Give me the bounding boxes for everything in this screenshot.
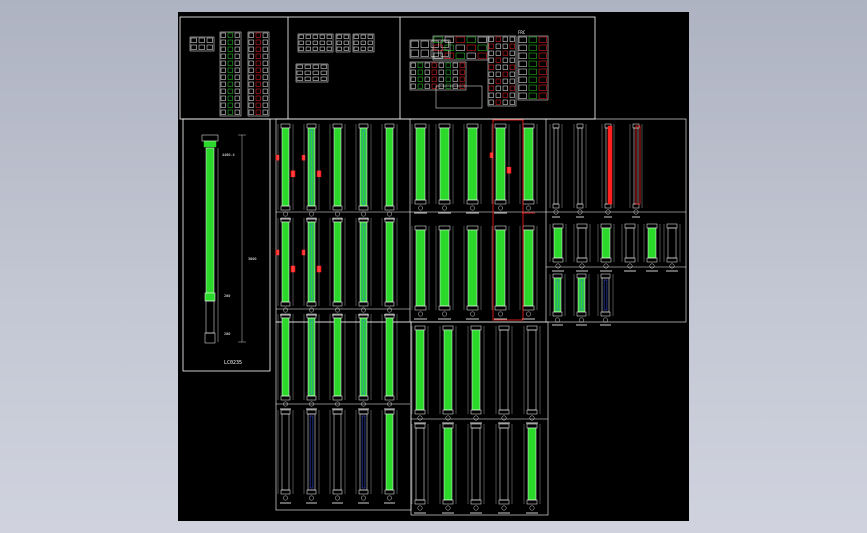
- main-column-dim-1: 4400-4: [222, 153, 235, 157]
- column-detail-51: [549, 273, 566, 326]
- column-detail-29: [491, 225, 510, 320]
- column-detail-53: [597, 273, 614, 326]
- column-detail-38: [467, 423, 485, 514]
- column-detail-14: [355, 313, 372, 410]
- column-detail-23: [463, 123, 482, 214]
- capital-abacus: [201, 134, 219, 142]
- base-1: [204, 292, 216, 302]
- column-detail-45: [549, 223, 567, 272]
- column-detail-47: [597, 223, 615, 272]
- column-detail-26: [411, 225, 430, 320]
- main-shaft: [205, 147, 215, 294]
- column-detail-4: [355, 123, 372, 220]
- column-detail-1: [275, 123, 296, 220]
- sheet-frames: [179, 16, 687, 516]
- column-detail-8: [329, 217, 346, 316]
- column-detail-49: [643, 223, 661, 272]
- column-detail-46: [573, 223, 591, 272]
- column-detail-10: [381, 217, 398, 316]
- column-detail-6: [275, 217, 296, 316]
- pedestal: [205, 300, 215, 334]
- column-detail-25: [519, 123, 538, 214]
- column-detail-36: [411, 423, 429, 514]
- main-column-dim-4: 200: [224, 332, 230, 336]
- column-detail-2: [301, 123, 322, 220]
- column-detail-42: [573, 123, 587, 218]
- cad-drawing-canvas[interactable]: LC0235 4400-4 3800 200 200 FRC: [178, 12, 689, 521]
- column-detail-28: [463, 225, 482, 320]
- column-detail-37: [439, 423, 457, 514]
- legend-grid-5: [335, 33, 351, 53]
- main-column-label: LC0235: [224, 360, 242, 366]
- column-detail-32: [439, 325, 457, 424]
- column-detail-grid: [275, 119, 681, 514]
- column-detail-21: [411, 123, 430, 214]
- column-detail-18: [329, 409, 346, 504]
- column-detail-17: [303, 409, 320, 504]
- column-detail-20: [381, 409, 398, 504]
- column-detail-35: [523, 325, 541, 424]
- highlight-frame: [492, 119, 524, 321]
- main-column-dim-3: 200: [224, 294, 230, 298]
- column-detail-22: [435, 123, 454, 214]
- column-detail-13: [329, 313, 346, 410]
- column-detail-24: [489, 123, 512, 214]
- column-detail-7: [301, 217, 322, 316]
- column-detail-15: [381, 313, 398, 410]
- column-detail-48: [621, 223, 639, 272]
- column-detail-33: [467, 325, 485, 424]
- column-detail-11: [277, 313, 294, 410]
- column-detail-16: [277, 409, 294, 504]
- column-detail-34: [495, 325, 513, 424]
- column-detail-27: [435, 225, 454, 320]
- column-detail-41: [549, 123, 563, 218]
- legend-grid-2: [219, 31, 242, 117]
- column-detail-40: [523, 423, 541, 514]
- legend-grid-7: [295, 63, 329, 83]
- capital-top: [203, 140, 217, 148]
- main-column-dim-2: 3800: [248, 257, 256, 261]
- legend-title: FRC: [518, 30, 526, 35]
- main-column-elevation: LC0235 4400-4 3800 200 200: [201, 134, 256, 366]
- legend-grid-4: [297, 33, 334, 53]
- red-column-a: [607, 125, 613, 205]
- cad-drawing: LC0235 4400-4 3800 200 200 FRC: [179, 16, 687, 516]
- legend-grid-3: [247, 31, 270, 117]
- red-column-b: [635, 125, 641, 205]
- legend-grid-12: [517, 35, 549, 101]
- title-block-frame: [179, 16, 596, 120]
- plinth: [204, 332, 216, 344]
- column-detail-19: [355, 409, 372, 504]
- column-detail-3: [329, 123, 346, 220]
- column-detail-9: [355, 217, 372, 316]
- legend-grid-11: [487, 35, 517, 107]
- column-detail-39: [495, 423, 513, 514]
- detail-frame-lower-mid: [410, 321, 549, 516]
- column-detail-30: [519, 225, 538, 320]
- column-detail-31: [411, 325, 429, 424]
- column-detail-50: [663, 223, 681, 272]
- main-column-frame: [182, 118, 271, 372]
- legend-grid-1: [189, 36, 215, 52]
- column-detail-5: [381, 123, 398, 220]
- column-detail-12: [303, 313, 320, 410]
- legend-tables: [189, 31, 549, 117]
- legend-grid-8: [409, 39, 451, 59]
- column-detail-52: [573, 273, 590, 326]
- legend-note-box: [435, 85, 483, 109]
- legend-grid-6: [352, 33, 375, 53]
